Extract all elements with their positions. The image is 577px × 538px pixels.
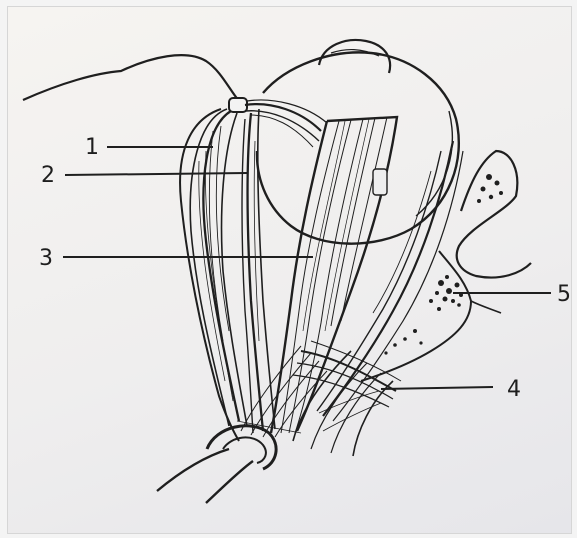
superior-oblique-muscle <box>190 109 247 426</box>
label-4: 4 <box>507 377 521 402</box>
label-1: 1 <box>85 135 99 160</box>
label-3: 3 <box>39 246 53 271</box>
label-5: 5 <box>557 282 571 307</box>
leader-line-2 <box>65 173 247 175</box>
label-2: 2 <box>41 163 55 188</box>
bone-texture-dots <box>384 174 503 355</box>
leader-line-4 <box>381 387 493 389</box>
trochlea <box>229 98 247 112</box>
optic-nerve <box>157 426 276 503</box>
orbit-muscle-diagram: 1 2 3 4 5 <box>8 7 571 533</box>
diagram-figure: 1 2 3 4 5 <box>7 6 572 534</box>
orbit-roof-outline <box>23 55 239 101</box>
inferior-oblique-muscle <box>293 341 401 456</box>
